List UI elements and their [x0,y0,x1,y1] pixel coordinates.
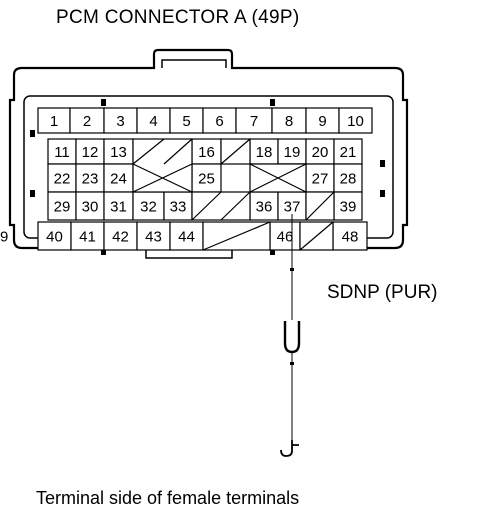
pin-cell-4 [136,107,171,134]
pin-label-2: 2 [83,113,91,130]
pin-label-5: 5 [182,113,190,130]
pin-label-48: 48 [342,229,359,246]
pin-cell-1 [37,107,71,134]
pin-cell-19 [277,138,307,165]
pin-cell-3 [103,107,138,134]
pin-label-4: 4 [149,113,157,130]
bottom-post-right [270,248,275,255]
pin-label-43: 43 [145,229,162,246]
pin-label-37: 37 [284,199,301,216]
diagram-caption: Terminal side of female terminals [36,488,300,508]
pin-label-25: 25 [198,171,215,188]
pin-label-19: 19 [284,144,301,161]
pin-label-24: 24 [110,171,127,188]
pin-label-9: 9 [318,113,326,130]
pin-label-3: 3 [116,113,124,130]
pin-cell-9 [305,107,340,134]
pin-label-23: 23 [82,171,99,188]
cavity-diagonal-h [299,221,334,251]
pin-cell-25 [191,163,222,193]
pin-label-42: 42 [112,229,129,246]
pin-cell-33 [163,191,193,221]
cavity-cross-d [249,163,307,193]
pin-cell-5 [169,107,204,134]
pin-label-13: 13 [110,144,127,161]
cavity-cross-b [132,163,193,193]
right-mark-1 [380,160,385,167]
pin-label-33: 33 [170,199,187,216]
pin-label-27: 27 [312,171,329,188]
pin-cell-24 [103,163,134,193]
pin-cell-8 [271,107,307,134]
pin-label-41: 41 [79,229,96,246]
pin-label-31: 31 [110,199,127,216]
pin-cell-22 [47,163,77,193]
back-probe-tip-icon [283,321,301,354]
top-post-right [270,99,275,106]
pin-cell-28 [333,163,363,193]
left-mark-1 [30,130,35,137]
cavity-diagonal-c [220,138,251,165]
pin-cell-44 [169,221,204,251]
pin-cell-10 [338,107,373,134]
wire-mark-2 [290,362,294,365]
pin-label-22: 22 [54,171,71,188]
cavity-diagonal-a [132,138,165,165]
cavity-diagonal-b [163,138,193,165]
ground-probe-icon [280,440,299,457]
pin-label-32: 32 [140,199,157,216]
wire-mark-1 [290,268,294,271]
pin-cell-48 [332,221,368,251]
pin-label-8: 8 [285,113,293,130]
pin-label-46: 46 [277,229,294,246]
pin-label-29: 29 [54,199,71,216]
top-post-left [101,99,106,106]
right-mark-2 [380,190,385,197]
pin-label-36: 36 [256,199,273,216]
pin-label-30: 30 [82,199,99,216]
diagram-title: PCM CONNECTOR A (49P) [56,7,300,28]
pin-cell-blank [191,191,251,221]
cavity-diagonal-g [202,221,271,251]
pin-cell-31 [103,191,134,221]
pin-label-18: 18 [256,144,273,161]
pin-cell-39 [333,191,363,221]
pin-label-12: 12 [82,144,99,161]
left-mark-2 [30,190,35,197]
pin-label-11: 11 [54,144,70,161]
cavity-diagonal-d [191,191,222,221]
pin-label-10: 10 [347,113,364,130]
pin-label-1: 1 [50,113,58,130]
connector-housing [8,48,409,250]
bottom-key [145,248,233,259]
pin-label-16: 16 [198,144,215,161]
pin-label-49: 49 [0,229,8,246]
cavity-diagonal-e [220,191,251,221]
bottom-post-left [101,248,106,255]
pin-label-21: 21 [340,144,357,161]
pin-label-7: 7 [250,113,258,130]
pin-cell-43 [136,221,171,251]
pin-label-44: 44 [178,229,195,246]
cavity-diagonal-f [305,191,335,221]
pin-cell-11 [47,138,77,165]
pin-label-6: 6 [215,113,223,130]
pin-label-28: 28 [340,171,357,188]
pin-cell-7 [235,107,273,134]
pin-label-39: 39 [340,199,357,216]
pin-label-40: 40 [46,229,63,246]
wire-label: SDNP (PUR) [327,282,438,303]
pin-cell-27 [305,163,335,193]
pin-grid: 1234567891011121316181920212223242526272… [0,107,373,251]
connector-latch [161,59,227,68]
pin-label-20: 20 [312,144,329,161]
pin-cell-18 [249,138,279,165]
pin-cell-40 [37,221,72,251]
pin-cell-6 [202,107,237,134]
